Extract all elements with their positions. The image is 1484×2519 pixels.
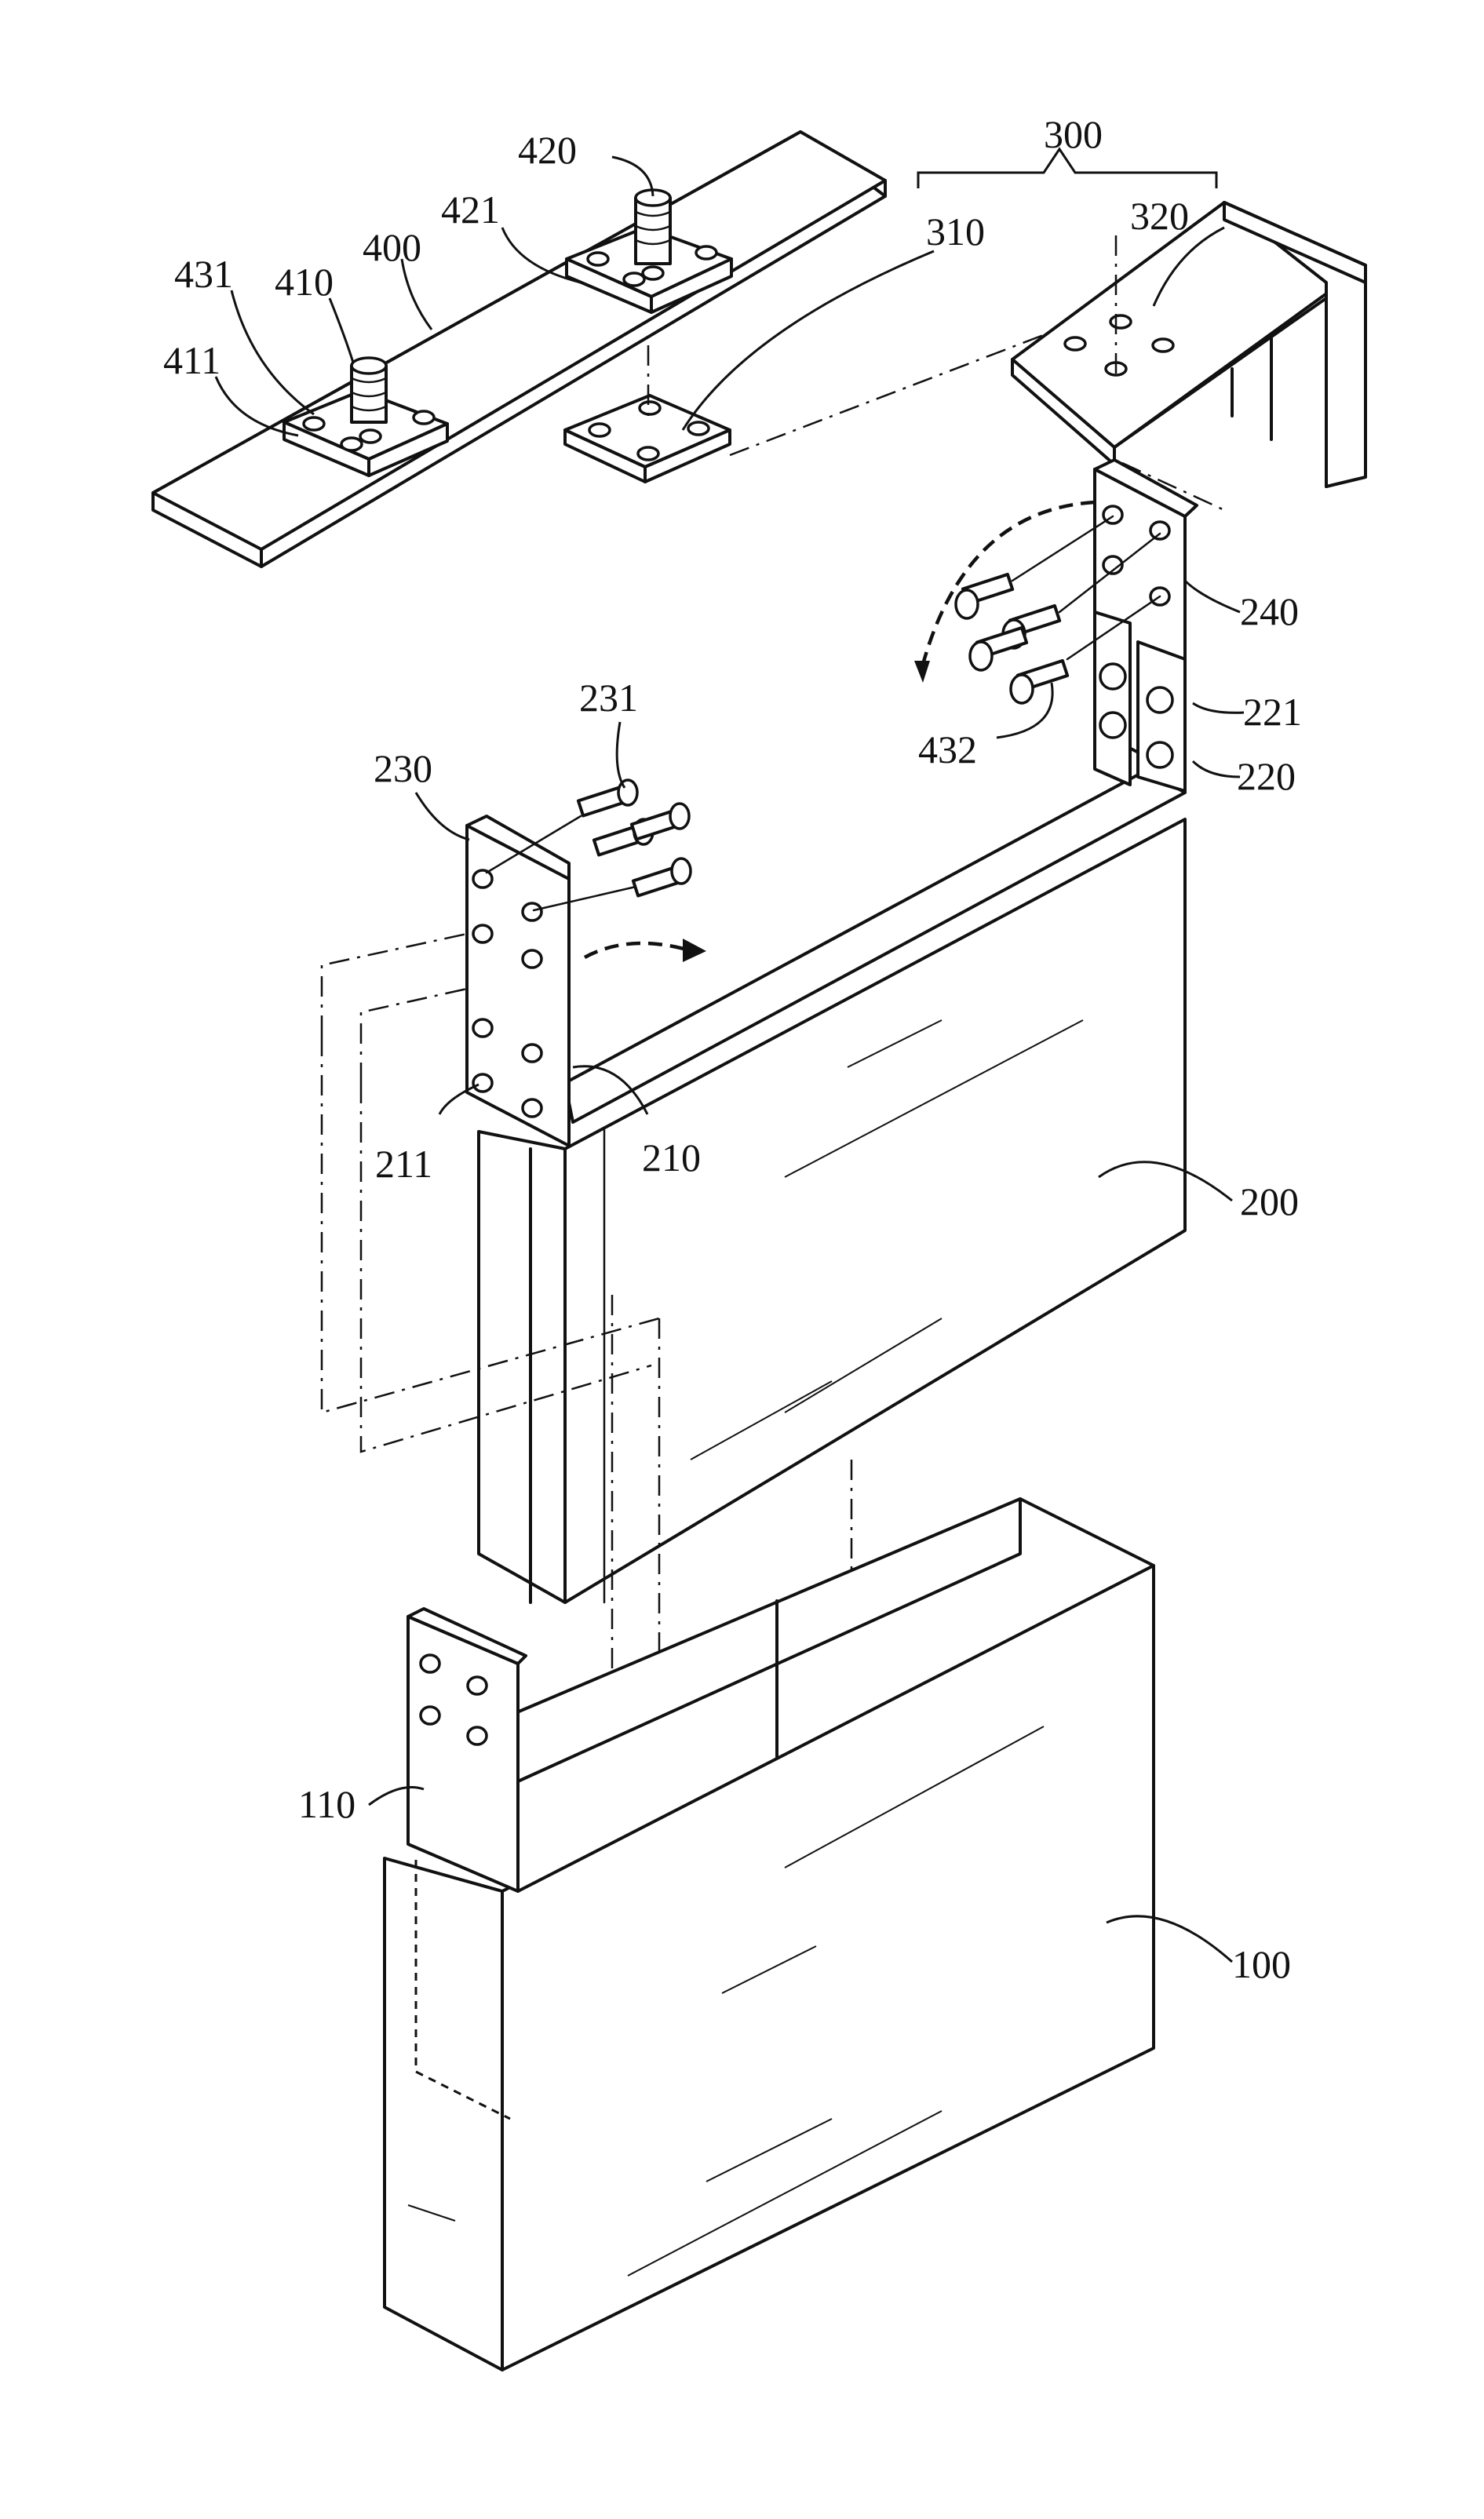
label-221: 221 bbox=[1243, 690, 1302, 734]
label-200: 200 bbox=[1240, 1179, 1299, 1223]
label-230: 230 bbox=[374, 746, 432, 790]
bracket-320 bbox=[1012, 202, 1365, 510]
label-432: 432 bbox=[918, 727, 977, 771]
label-231: 231 bbox=[579, 676, 638, 720]
label-320: 320 bbox=[1130, 194, 1189, 238]
label-420: 420 bbox=[518, 128, 577, 172]
box-100 bbox=[385, 1499, 1154, 2370]
label-100: 100 bbox=[1232, 1942, 1291, 1986]
label-400: 400 bbox=[363, 225, 421, 269]
label-220: 220 bbox=[1237, 754, 1296, 798]
label-300: 300 bbox=[1044, 112, 1103, 156]
label-410: 410 bbox=[275, 260, 334, 304]
label-431: 431 bbox=[174, 252, 233, 296]
body-200 bbox=[467, 460, 1197, 1602]
label-240: 240 bbox=[1240, 589, 1299, 633]
label-211: 211 bbox=[375, 1142, 432, 1186]
label-110: 110 bbox=[298, 1782, 356, 1826]
label-310: 310 bbox=[926, 210, 985, 253]
label-210: 210 bbox=[642, 1136, 701, 1179]
rail-400 bbox=[153, 132, 885, 567]
label-411: 411 bbox=[163, 338, 221, 382]
label-421: 421 bbox=[441, 188, 500, 231]
